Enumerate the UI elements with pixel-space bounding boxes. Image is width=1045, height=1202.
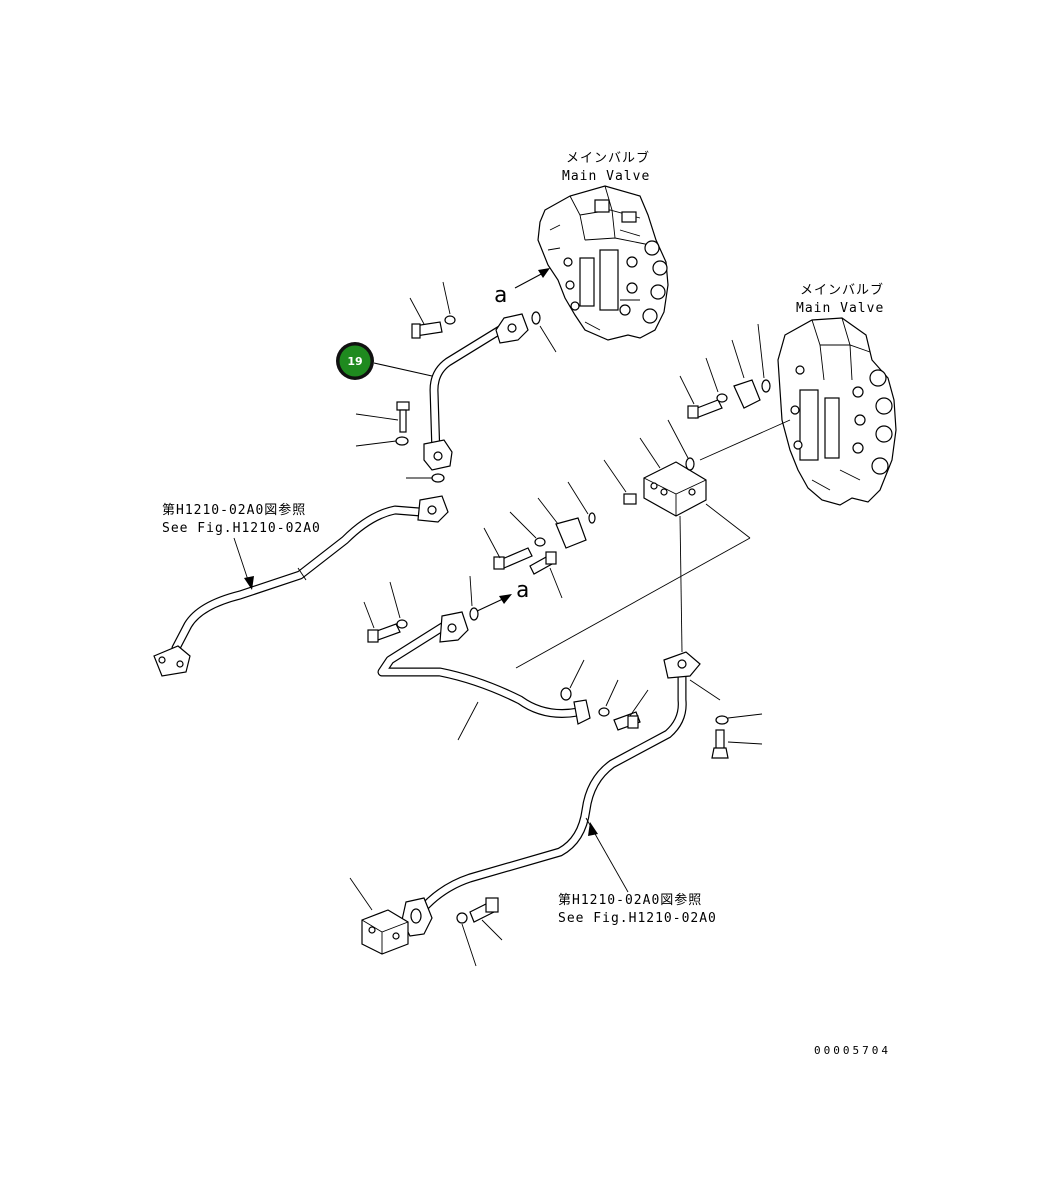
- main-valve-top-label-jp: メインバルブ: [566, 150, 650, 166]
- bolt-middle-right: [613, 689, 649, 731]
- reference-left-label-en: See Fig.H1210-02A0: [162, 521, 321, 536]
- oring-middle: [469, 575, 479, 621]
- pipe-middle: [377, 611, 591, 741]
- washer-middle-right: [598, 679, 619, 717]
- connector-block: [639, 437, 707, 517]
- bolt-upper-2: [355, 401, 410, 433]
- flange-block-lower: [349, 877, 409, 955]
- main-valve-right: [777, 317, 897, 506]
- oring-upper-1: [531, 311, 557, 353]
- oring-middle-right: [560, 659, 585, 701]
- plug-fitting: [603, 459, 637, 505]
- oring-right: [757, 323, 771, 393]
- callout-19[interactable]: 19: [336, 342, 433, 380]
- hose-left: [153, 495, 449, 677]
- bolt-middle-left: [363, 601, 401, 643]
- washer-mid-1: [509, 511, 546, 547]
- washer-right: [705, 357, 728, 403]
- reference-left-label-jp: 第H1210-02A0図参照: [162, 502, 306, 518]
- arrow-a-top-label: a: [494, 283, 507, 308]
- oring-fitting: [567, 481, 596, 524]
- main-valve-right-label-en: Main Valve: [796, 301, 884, 316]
- bolt-upper-1: [409, 297, 443, 339]
- callout-19-fill: [339, 345, 371, 377]
- bolt-lower: [469, 897, 503, 941]
- bolt-lower-right: [711, 729, 763, 759]
- arrow-a-mid: [474, 594, 512, 613]
- reference-bottom-label-en: See Fig.H1210-02A0: [558, 911, 717, 926]
- arrow-a-top: [514, 268, 550, 289]
- oring-block: [667, 419, 791, 471]
- callout-19-number: 19: [347, 355, 362, 368]
- plate-right: [731, 339, 761, 409]
- reference-bottom-label-jp: 第H1210-02A0図参照: [558, 892, 702, 908]
- washer-upper-1: [442, 281, 456, 325]
- oring-upper-2: [406, 473, 445, 483]
- bolt-right: [679, 375, 723, 419]
- arrow-a-mid-label: a: [516, 578, 529, 603]
- bolt-mid-2: [529, 551, 563, 599]
- washer-lower: [456, 912, 477, 967]
- main-valve-top-label-en: Main Valve: [562, 169, 650, 184]
- main-valve-top: [537, 185, 669, 341]
- washer-lower-right: [689, 679, 763, 725]
- cover-plate-mid: [537, 497, 587, 549]
- washer-upper-2: [355, 436, 409, 447]
- bolt-mid-1: [483, 527, 533, 570]
- washer-middle-left: [389, 581, 408, 629]
- main-valve-right-label-jp: メインバルブ: [800, 282, 884, 298]
- pipe-upper-valve: [423, 313, 529, 471]
- figure-number: 00005704: [814, 1044, 891, 1057]
